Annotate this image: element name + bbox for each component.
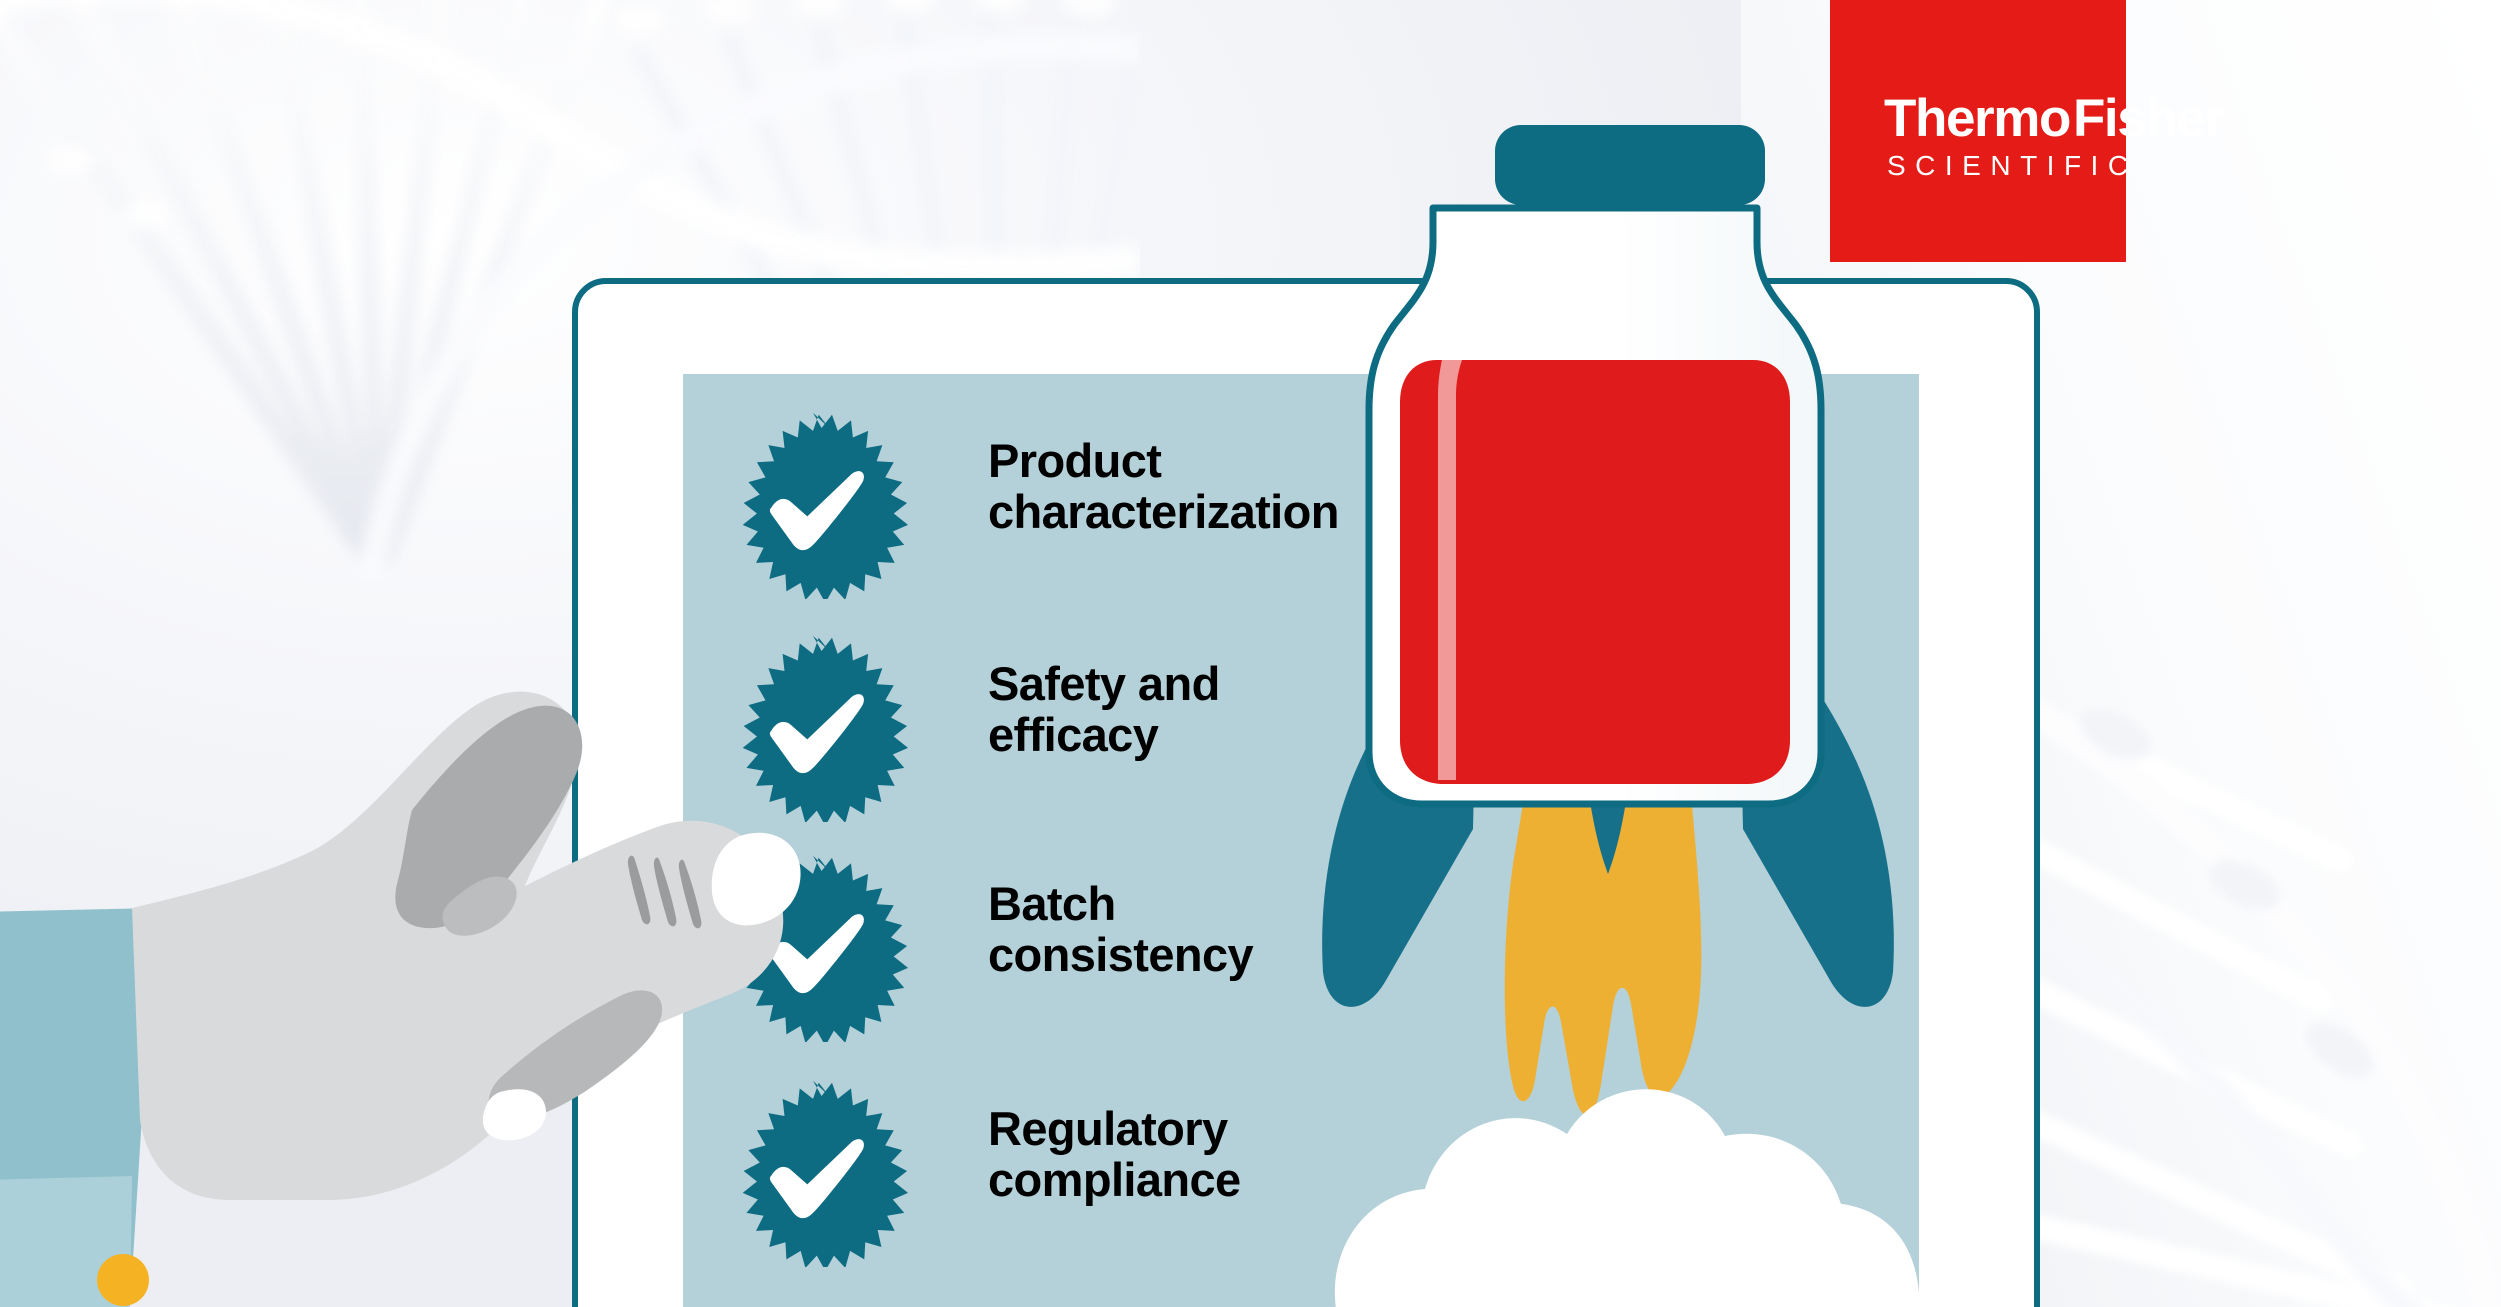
checklist-label-line2: characterization — [988, 485, 1339, 538]
checklist-label: Batch consistency — [988, 878, 1448, 980]
checklist-label-line2: compliance — [988, 1153, 1241, 1206]
logo-wordmark: ThermoFisher — [1884, 89, 2225, 148]
logo-tagline: SCIENTIFIC — [1887, 150, 2138, 181]
logo-word-thermo: Thermo — [1884, 89, 2071, 148]
checklist-label-line1: Product — [988, 434, 1162, 487]
checklist-item-product-characterization[interactable]: Product characterization — [683, 409, 1919, 609]
checklist-label: Safety and efficacy — [988, 658, 1448, 760]
check-badge-icon — [718, 1077, 908, 1267]
checklist-label-line1: Batch — [988, 877, 1116, 930]
check-badge-icon — [718, 632, 908, 822]
checklist-item-batch-consistency[interactable]: Batch consistency — [683, 852, 1919, 1052]
checklist-label-line2: efficacy — [988, 708, 1159, 761]
checklist-item-safety-and-efficacy[interactable]: Safety and efficacy — [683, 632, 1919, 832]
checklist-label-line1: Safety and — [988, 657, 1220, 710]
checklist-label-line1: Regulatory — [988, 1102, 1228, 1155]
logo-word-fisher: Fisher — [2072, 89, 2225, 148]
tablet-screen[interactable]: Product characterization Safety and effi… — [683, 374, 1919, 1307]
check-badge-icon — [718, 409, 908, 599]
checklist-item-regulatory-compliance[interactable]: Regulatory compliance — [683, 1077, 1919, 1277]
checklist-label: Product characterization — [988, 435, 1448, 537]
rocket-screen-overlay — [1322, 484, 1919, 1307]
checklist-label: Regulatory compliance — [988, 1103, 1448, 1205]
thermo-fisher-logo: ThermoFisher SCIENTIFIC — [1830, 0, 2225, 262]
checklist-label-line2: consistency — [988, 928, 1254, 981]
